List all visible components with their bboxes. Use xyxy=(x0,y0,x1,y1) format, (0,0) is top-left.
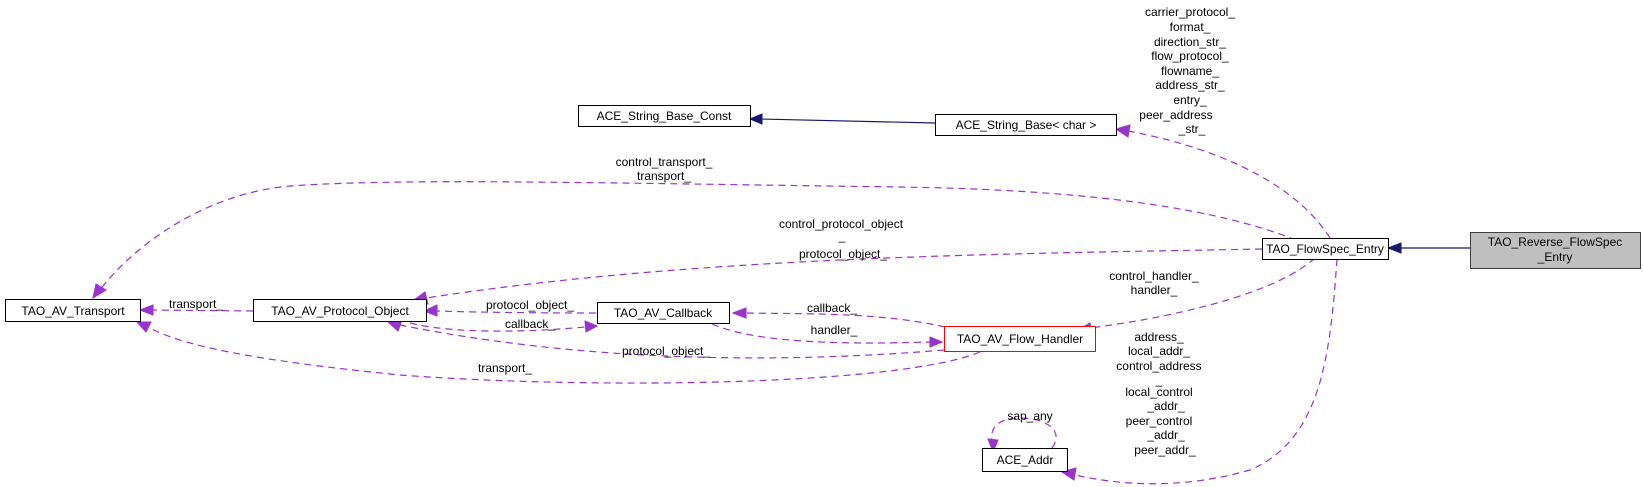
svg-text:transport_: transport_ xyxy=(637,169,691,183)
label-handler-to-protocol: protocol_object_ xyxy=(622,344,710,358)
svg-text:ACE_String_Base< char >: ACE_String_Base< char > xyxy=(956,118,1097,132)
node-tao-av-protocol-object[interactable]: TAO_AV_Protocol_Object xyxy=(253,299,427,322)
node-ace-string-base-char[interactable]: ACE_String_Base< char > xyxy=(935,114,1117,136)
edge-flowspec-to-transport xyxy=(92,181,1297,300)
svg-text:control_address: control_address xyxy=(1116,359,1201,373)
svg-text:protocol_object_: protocol_object_ xyxy=(799,247,887,261)
label-handler-members: control_handler_ handler_ xyxy=(1109,269,1199,297)
svg-text:address_: address_ xyxy=(1134,330,1184,344)
label-protocol-to-transport: transport_ xyxy=(169,297,223,311)
svg-text:control_handler_: control_handler_ xyxy=(1109,269,1199,283)
svg-text:handler_: handler_ xyxy=(1131,283,1178,297)
svg-text:local_addr_: local_addr_ xyxy=(1128,344,1190,358)
svg-text:TAO_FlowSpec_Entry: TAO_FlowSpec_Entry xyxy=(1266,242,1384,256)
svg-text:_addr_: _addr_ xyxy=(1146,399,1185,413)
svg-text:_: _ xyxy=(1155,373,1163,387)
label-handler-to-callback: callback_ xyxy=(807,301,857,315)
label-string-members: carrier_protocol_ format_ direction_str_… xyxy=(1139,5,1235,136)
node-tao-av-callback[interactable]: TAO_AV_Callback xyxy=(597,302,730,324)
svg-text:_addr_: _addr_ xyxy=(1146,428,1185,442)
node-tao-av-flow-handler[interactable]: TAO_AV_Flow_Handler xyxy=(944,326,1096,352)
edge-string-base-inherits-const xyxy=(748,113,936,125)
edge-flow-handler-to-callback xyxy=(731,307,946,328)
label-protocol-to-callback: callback_ xyxy=(505,317,555,331)
label-callback-to-handler: handler_ xyxy=(811,323,858,337)
svg-text:flow_protocol_: flow_protocol_ xyxy=(1151,49,1229,63)
svg-text:address_str_: address_str_ xyxy=(1155,78,1225,92)
edge-protocol-object-to-transport xyxy=(138,304,254,316)
svg-text:carrier_protocol_: carrier_protocol_ xyxy=(1145,5,1235,19)
edge-reverse-inherits-flowspec xyxy=(1386,242,1470,254)
edge-flow-handler-to-transport xyxy=(135,321,981,384)
svg-text:direction_str_: direction_str_ xyxy=(1154,35,1226,49)
label-callback-to-protocol: protocol_object_ xyxy=(486,298,574,312)
svg-text:ACE_Addr: ACE_Addr xyxy=(997,453,1054,467)
svg-text:TAO_AV_Protocol_Object: TAO_AV_Protocol_Object xyxy=(271,304,409,318)
svg-text:TAO_AV_Flow_Handler: TAO_AV_Flow_Handler xyxy=(957,332,1083,346)
svg-text:control_transport_: control_transport_ xyxy=(616,155,713,169)
label-transport-members: control_transport_ transport_ xyxy=(616,155,713,183)
label-protocol-object-members: control_protocol_object _ protocol_objec… xyxy=(779,217,904,261)
edge-callback-to-protocol-object xyxy=(422,304,597,317)
svg-text:_: _ xyxy=(838,229,846,243)
svg-text:peer_addr_: peer_addr_ xyxy=(1134,443,1196,457)
node-ace-string-base-const[interactable]: ACE_String_Base_Const xyxy=(578,105,751,127)
svg-text:format_: format_ xyxy=(1170,20,1211,34)
svg-text:TAO_AV_Transport: TAO_AV_Transport xyxy=(21,304,125,318)
node-tao-reverse-flowspec-entry[interactable]: TAO_Reverse_FlowSpec _Entry xyxy=(1470,232,1641,269)
svg-text:TAO_Reverse_FlowSpec: TAO_Reverse_FlowSpec xyxy=(1488,235,1623,249)
label-handler-to-transport: transport_ xyxy=(478,361,532,375)
svg-text:peer_address: peer_address xyxy=(1139,108,1212,122)
svg-text:flowname_: flowname_ xyxy=(1161,64,1219,78)
edge-flowspec-to-string-base xyxy=(1114,124,1331,239)
svg-text:_Entry: _Entry xyxy=(1537,250,1573,264)
svg-text:TAO_AV_Callback: TAO_AV_Callback xyxy=(614,306,713,320)
edge-callback-to-flow-handler xyxy=(711,323,944,348)
svg-text:ACE_String_Base_Const: ACE_String_Base_Const xyxy=(597,109,732,123)
edge-ace-addr-self xyxy=(987,417,1057,454)
label-addr-members: address_ local_addr_ control_address _ l… xyxy=(1116,330,1201,457)
label-addr-self: sap_any xyxy=(1007,409,1052,423)
svg-text:entry_: entry_ xyxy=(1173,93,1207,107)
edge-protocol-object-to-callback xyxy=(409,320,599,333)
svg-text:local_control: local_control xyxy=(1125,385,1192,399)
svg-text:control_protocol_object: control_protocol_object xyxy=(779,217,904,231)
svg-text:peer_control: peer_control xyxy=(1126,414,1193,428)
svg-text:_str_: _str_ xyxy=(1178,122,1206,136)
node-tao-av-transport[interactable]: TAO_AV_Transport xyxy=(5,299,141,322)
node-tao-flowspec-entry[interactable]: TAO_FlowSpec_Entry xyxy=(1262,238,1389,260)
node-ace-addr[interactable]: ACE_Addr xyxy=(982,448,1068,472)
